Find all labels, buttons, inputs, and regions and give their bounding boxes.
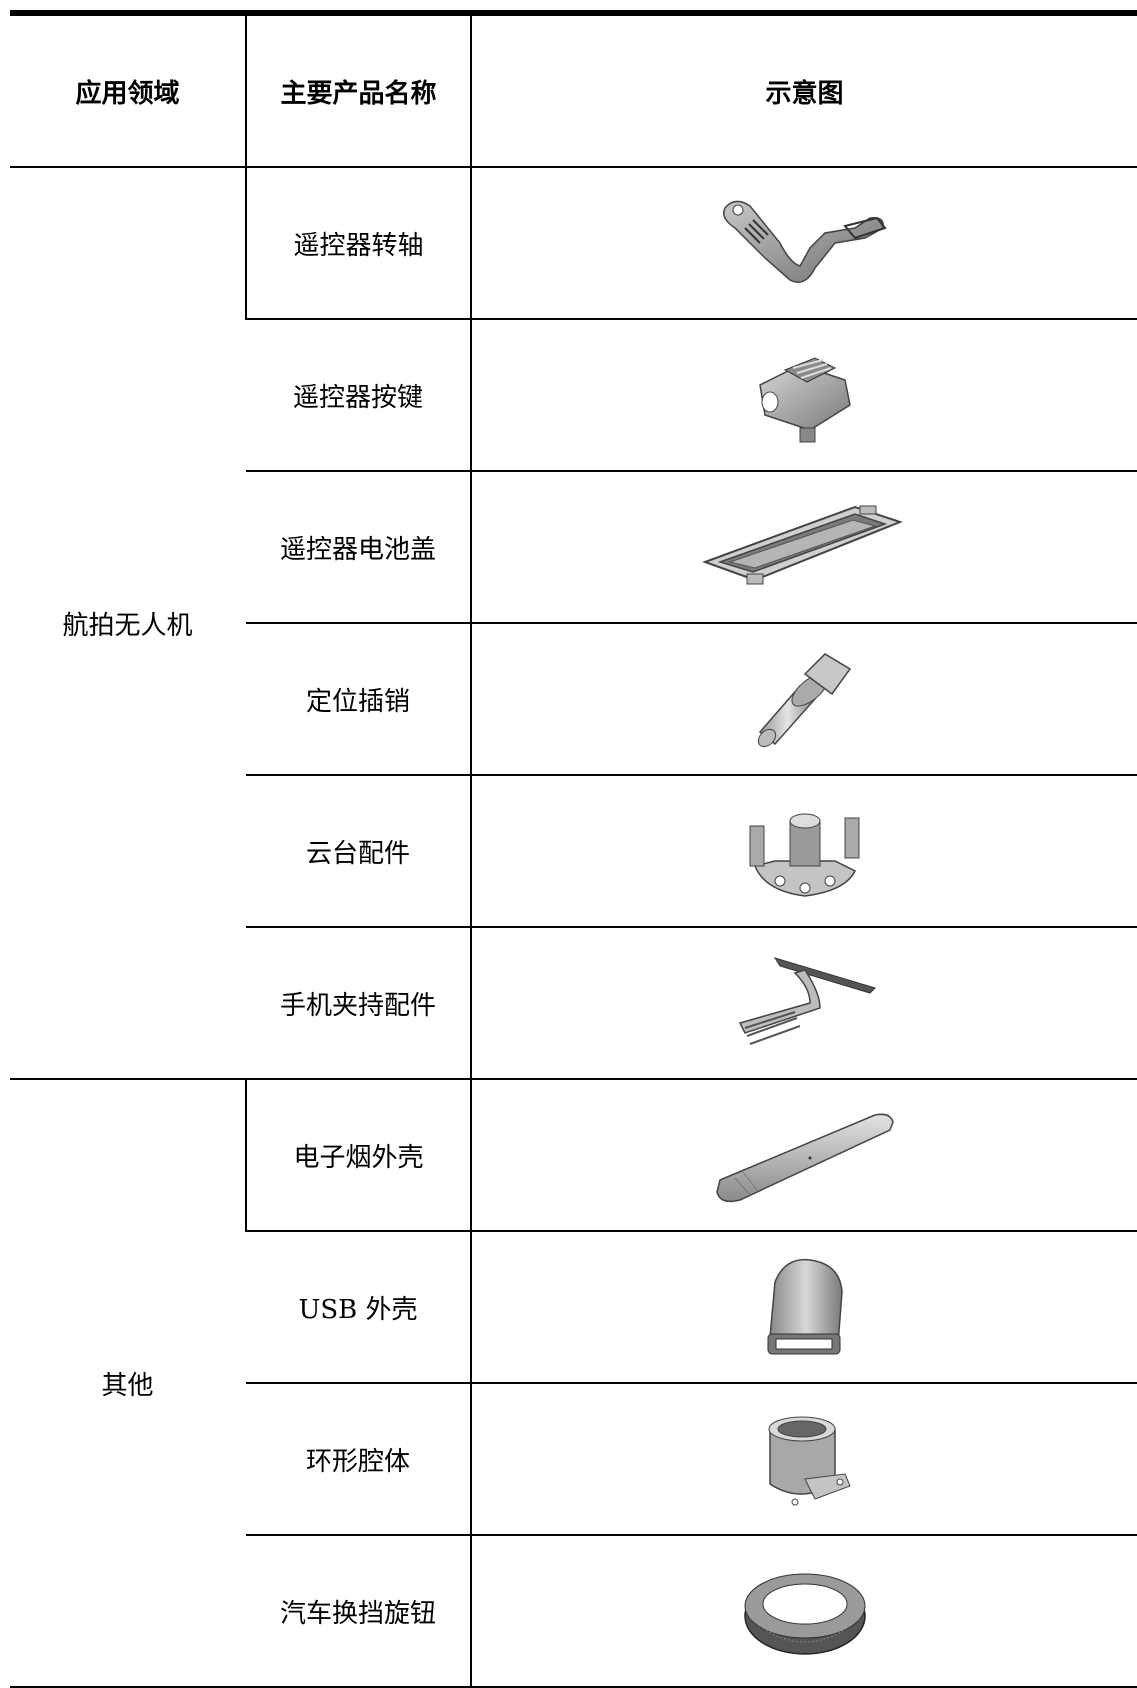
product-name-cell: 汽车换挡旋钮 [246,1535,471,1688]
product-name-cell: 遥控器按键 [246,319,471,472]
illustration-cell [470,623,1137,776]
illustration-cell [470,471,1137,624]
product-name-cell: USB 外壳 [246,1231,471,1384]
product-table-page: 应用领域 主要产品名称 示意图 航拍无人机 遥控器转轴 遥控器按键 [10,10,1137,1688]
ring-cavity-part-icon [768,1416,851,1506]
table-row: 遥控器按键 [10,319,1137,472]
table-row: 定位插销 [10,623,1137,776]
header-product-name: 主要产品名称 [245,13,471,168]
table-row: 手机夹持配件 [10,927,1137,1080]
gimbal-part-icon [749,813,859,897]
table-row: 航拍无人机 遥控器转轴 [10,167,1137,1080]
product-name-cell: 电子烟外壳 [245,1079,471,1232]
illustration-cell [470,927,1137,1080]
illustration-cell [470,1079,1137,1232]
illustration-cell [470,1535,1137,1688]
table-row: 遥控器电池盖 [10,471,1137,624]
locating-pin-part-icon [757,653,851,748]
product-name-cell: 手机夹持配件 [246,927,471,1080]
product-name-cell: 遥控器电池盖 [246,471,471,624]
header-illustration: 示意图 [470,13,1137,168]
header-application-field: 应用领域 [10,13,246,168]
illustration-cell [470,167,1137,320]
product-name-cell: 定位插销 [246,623,471,776]
button-part-icon [758,357,851,443]
table-row: 其他 电子烟外壳 [10,1079,1137,1688]
battery-cover-part-icon [701,505,903,585]
table-row: 云台配件 [10,775,1137,928]
e-cig-shell-part-icon [715,1113,894,1203]
table-row: 环形腔体 [10,1383,1137,1536]
product-table: 应用领域 主要产品名称 示意图 航拍无人机 遥控器转轴 遥控器按键 [10,10,1137,1688]
product-name-cell: 遥控器转轴 [245,167,471,320]
illustration-cell [470,1231,1137,1384]
rotating-shaft-part-icon [722,200,887,283]
table-row: 汽车换挡旋钮 [10,1535,1137,1688]
usb-shell-part-icon [767,1258,843,1355]
field-cell-drone: 航拍无人机 [10,167,246,1080]
illustration-cell [470,319,1137,472]
table-header-row: 应用领域 主要产品名称 示意图 [10,13,1137,168]
illustration-cell [470,1383,1137,1536]
table-row: USB 外壳 [10,1231,1137,1384]
product-name-cell: 环形腔体 [246,1383,471,1536]
product-name-cell: 云台配件 [246,775,471,928]
field-cell-other: 其他 [10,1079,246,1688]
gear-knob-part-icon [743,1573,866,1655]
phone-clamp-part-icon [738,957,876,1045]
illustration-cell [470,775,1137,928]
